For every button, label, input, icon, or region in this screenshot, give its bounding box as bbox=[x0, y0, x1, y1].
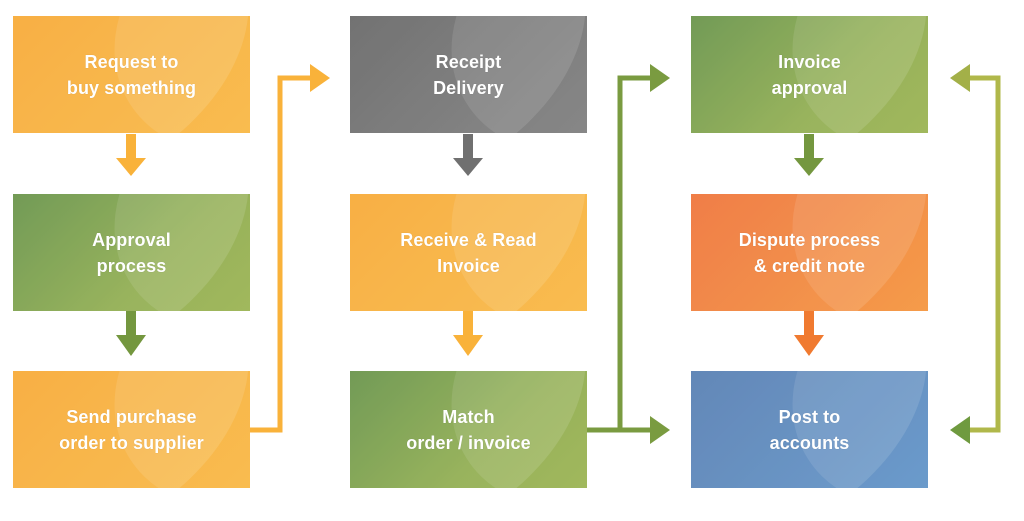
arrow-invoice-approval-to-dispute bbox=[794, 134, 824, 176]
arrow-match-to-invoice-approval bbox=[587, 64, 670, 433]
approval-box: Approval process bbox=[13, 194, 250, 311]
match-box: Match order / invoice bbox=[350, 371, 587, 488]
arrow-invoice-approval-post-loop bbox=[950, 64, 1001, 444]
approval-label: Approval process bbox=[92, 229, 171, 276]
match-label: Match order / invoice bbox=[406, 406, 531, 453]
post-box: Post to accounts bbox=[691, 371, 928, 488]
invoice-approval-box: Invoice approval bbox=[691, 16, 928, 133]
receipt-box: Receipt Delivery bbox=[350, 16, 587, 133]
arrow-match-to-post bbox=[620, 416, 670, 444]
arrow-receipt-to-receive-invoice bbox=[453, 134, 483, 176]
arrow-send-po-to-receipt bbox=[250, 64, 330, 433]
dispute-box: Dispute process & credit note bbox=[691, 194, 928, 311]
request-label: Request to buy something bbox=[66, 51, 197, 98]
receipt-label: Receipt Delivery bbox=[433, 51, 504, 98]
arrow-request-to-approval bbox=[116, 134, 146, 176]
arrow-receive-invoice-to-match bbox=[453, 311, 483, 356]
arrow-approval-to-send-po bbox=[116, 311, 146, 356]
post-label: Post to accounts bbox=[769, 406, 850, 453]
dispute-label: Dispute process & credit note bbox=[738, 229, 881, 276]
request-box: Request to buy something bbox=[13, 16, 250, 133]
receive-invoice-box: Receive & Read Invoice bbox=[350, 194, 587, 311]
invoice-approval-label: Invoice approval bbox=[771, 51, 848, 98]
send-po-label: Send purchase order to supplier bbox=[59, 406, 204, 453]
arrow-dispute-to-post bbox=[794, 311, 824, 356]
receive-invoice-label: Receive & Read Invoice bbox=[400, 229, 537, 276]
send-po-box: Send purchase order to supplier bbox=[13, 371, 250, 488]
